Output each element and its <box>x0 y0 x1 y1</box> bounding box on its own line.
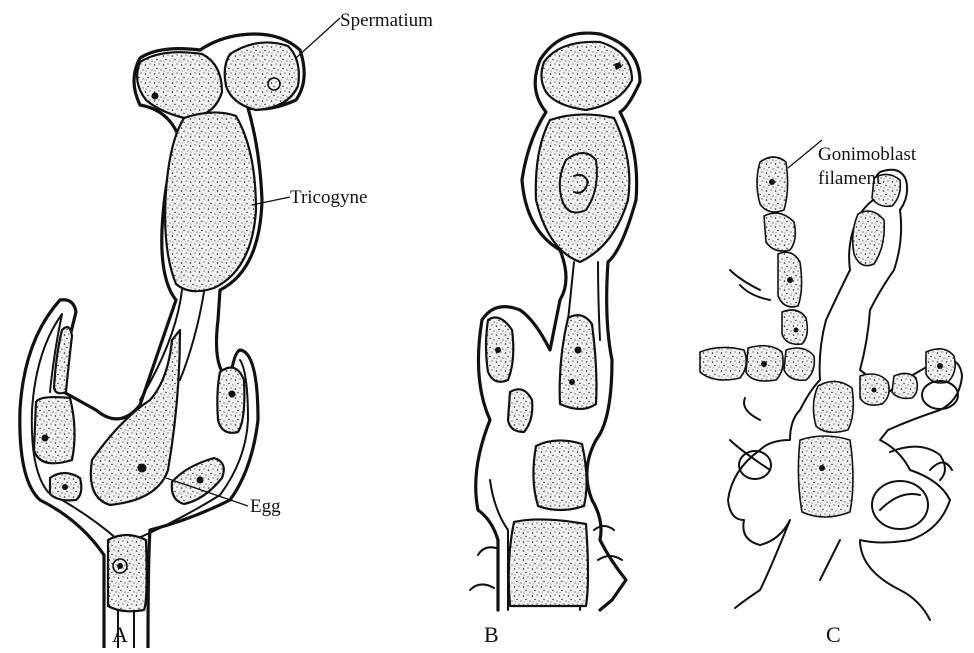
gonimoblast-cell-7 <box>784 348 814 380</box>
panel-a-right-cell-1-nucleus <box>229 391 236 398</box>
label-spermatium: Spermatium <box>340 10 433 31</box>
gonimoblast-cell-5 <box>700 347 746 380</box>
label-tricogyne: Tricogyne <box>290 187 367 208</box>
gonimoblast-cell-6-nucleus <box>761 361 767 367</box>
panel-c-basal-cell <box>798 436 853 517</box>
panel-a-left-cell-1-nucleus <box>42 435 49 442</box>
tricogyne-leader <box>252 197 290 205</box>
spermatium-left-nucleus <box>152 93 159 100</box>
gonimoblast-cell-4 <box>782 310 807 344</box>
gonimoblast-cell-4-nucleus <box>794 328 799 333</box>
egg-nucleus <box>138 464 147 473</box>
panel-label-a: A <box>112 622 128 647</box>
panel-c-centre-cell <box>813 381 853 432</box>
panel-a-right-cell-2-nucleus <box>197 477 204 484</box>
panel-c-right-cell-2 <box>892 373 917 398</box>
panel-b-auxiliary-cell <box>533 440 586 510</box>
panel-b-apical-cell <box>541 42 632 110</box>
panel-b-cell-left-2 <box>508 389 532 432</box>
panel-a-left-cell-2-nucleus <box>62 484 68 490</box>
panel-a-basal-cell-nucleus <box>117 563 123 569</box>
gonimoblast-leader <box>788 140 822 168</box>
panel-b-fusion-cell <box>536 114 630 262</box>
tricogyne-cell <box>165 112 256 291</box>
spermatium-right <box>225 42 299 110</box>
panel-b-basal-cell <box>509 519 588 606</box>
panel-c-drawing <box>700 140 962 620</box>
panel-c-basal-cell-nucleus <box>819 465 825 471</box>
panel-b-cell-right-1-nucleus-2 <box>569 379 575 385</box>
panel-c-ring-3 <box>872 481 928 529</box>
panel-b-cell-left-1-nucleus <box>495 347 501 353</box>
spermatium-leader <box>296 18 340 58</box>
panel-c-right-cell-3-nucleus <box>937 363 943 369</box>
panel-b-cell-right-1-nucleus <box>575 347 582 354</box>
panel-label-b: B <box>484 622 499 647</box>
panel-label-c: C <box>826 622 841 647</box>
panel-c-ring-2 <box>922 381 958 409</box>
panel-b-cell-right-1 <box>560 315 597 409</box>
panel-a-left-cell-1 <box>34 397 75 463</box>
panel-c-right-cell-1-nucleus <box>872 388 877 393</box>
gonimoblast-cell-3-nucleus <box>787 277 793 283</box>
label-gonimoblast: Gonimoblast <box>818 144 917 165</box>
label-filament: filament <box>818 168 882 189</box>
gonimoblast-cell-1-nucleus <box>769 179 775 185</box>
panel-b-drawing <box>470 33 640 610</box>
panel-a-drawing <box>20 18 340 648</box>
panel-a-basal-cell <box>108 535 147 611</box>
gonimoblast-cell-2 <box>764 213 795 251</box>
panel-a-right-cell-1 <box>217 368 244 433</box>
upper-branch-cell <box>853 211 885 266</box>
label-egg: Egg <box>250 496 281 517</box>
